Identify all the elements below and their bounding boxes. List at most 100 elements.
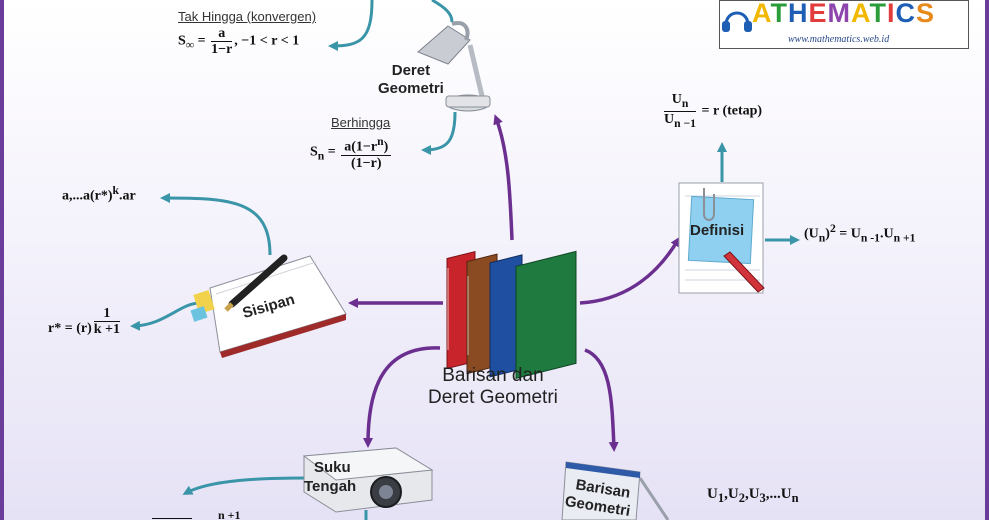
sisip-sequence: a,...a(r*)k.ar bbox=[62, 184, 136, 205]
ratio-num-sub: n bbox=[681, 96, 689, 110]
connector-suku-formula bbox=[182, 476, 306, 495]
s-inf-num: a bbox=[211, 26, 233, 42]
rstar-lhs: r* = (r) bbox=[48, 321, 92, 336]
main-connectors bbox=[348, 114, 681, 452]
logo-letter: M bbox=[827, 0, 852, 28]
connector-definisi bbox=[579, 236, 681, 305]
sn-num: a(1−rn) bbox=[341, 134, 392, 156]
sq-rhs: = U bbox=[839, 226, 861, 242]
bg-sep1: , bbox=[724, 486, 728, 502]
center-title-line2: Deret Geometri bbox=[428, 387, 558, 408]
connector-berhingga bbox=[421, 111, 457, 155]
sq-rhs-mid: .U bbox=[879, 226, 894, 242]
sisip-seq-end: .ar bbox=[119, 188, 136, 204]
ratio-den: Un −1 bbox=[664, 112, 696, 131]
node-label-definisi: Definisi bbox=[690, 222, 745, 239]
sisip-seq-main: a,...a(r*) bbox=[62, 188, 113, 204]
logo-letter: I bbox=[887, 0, 896, 28]
sq-rhs-sub2: n +1 bbox=[893, 231, 916, 245]
node-suku-line2: Tengah bbox=[304, 478, 357, 495]
s-inf-sub: ∞ bbox=[185, 38, 195, 52]
sn-lhs: S bbox=[310, 144, 318, 160]
sn-fraction: a(1−rn)(1−r) bbox=[341, 134, 392, 171]
square-formula: (Un)2 = Un -1.Un +1 bbox=[804, 222, 915, 244]
notebook-pen-icon bbox=[190, 254, 347, 358]
connector-deret bbox=[493, 114, 514, 241]
pencil-icon bbox=[723, 251, 765, 293]
logo-letter: A bbox=[851, 0, 870, 28]
suku-fraction-bar bbox=[152, 518, 192, 519]
connector-barisan bbox=[584, 348, 619, 452]
projector-icon bbox=[302, 447, 434, 513]
suku-formula-partial: n +1 bbox=[218, 508, 241, 523]
sq-lhs: (U bbox=[804, 226, 819, 242]
suku-partial-text: n +1 bbox=[218, 508, 241, 522]
ratio-num-main: U bbox=[671, 92, 682, 107]
logo-letter: S bbox=[916, 0, 936, 28]
paperclip-icon bbox=[703, 188, 715, 221]
s-inf-cond: , −1 < r < 1 bbox=[234, 33, 300, 49]
sisip-seq-sup: k bbox=[112, 184, 120, 197]
formula-connectors bbox=[130, 0, 800, 520]
node-deret-line1: Deret bbox=[391, 62, 431, 79]
bg-sub2: 2 bbox=[738, 491, 745, 505]
sq-lhs-sub: n bbox=[818, 231, 826, 245]
bg-u1: U bbox=[707, 486, 718, 502]
bg-sep2: , bbox=[744, 486, 749, 502]
ratio-num: Un bbox=[664, 92, 696, 112]
s-inf-eq: = bbox=[197, 33, 206, 49]
sq-sup: 2 bbox=[829, 222, 836, 235]
bg-u3: U bbox=[748, 486, 760, 502]
logo-letter: A bbox=[752, 0, 771, 28]
logo-letter: T bbox=[869, 0, 888, 28]
bg-u2: U bbox=[727, 486, 739, 502]
sn-num-main: a(1−r bbox=[344, 139, 378, 155]
rstar-den: k +1 bbox=[93, 322, 120, 337]
center-title-line1: Barisan dan bbox=[442, 365, 544, 386]
sq-lhs-close: ) bbox=[825, 226, 830, 242]
lamp-icon bbox=[417, 21, 491, 112]
sn-formula: Sn = a(1−rn)(1−r) bbox=[310, 134, 393, 171]
bg-sub3: 3 bbox=[759, 491, 766, 505]
connector-tak-hingga bbox=[328, 0, 374, 51]
sn-num-sup: n bbox=[377, 135, 384, 148]
s-inf-lhs: S bbox=[178, 33, 186, 49]
logo-letter: C bbox=[895, 0, 917, 28]
center-title: Barisan dan Deret Geometri bbox=[428, 365, 558, 409]
sn-sub: n bbox=[317, 149, 325, 163]
board-icon bbox=[561, 461, 670, 520]
node-deret-line2: Geometri bbox=[378, 80, 444, 97]
site-logo[interactable]: ATHEMATICS www.mathematics.web.id bbox=[719, 0, 969, 49]
node-suku-line1: Suku bbox=[314, 459, 351, 476]
rstar-num: 1 bbox=[93, 306, 120, 322]
headphones-icon bbox=[722, 11, 752, 32]
bg-un: U bbox=[780, 486, 792, 502]
sn-eq: = bbox=[327, 144, 336, 160]
ratio-den-main: U bbox=[664, 111, 675, 127]
books-icon bbox=[446, 250, 577, 379]
sq-rhs-sub1: n -1 bbox=[860, 231, 880, 245]
tak-hingga-label: Tak Hingga (konvergen) bbox=[178, 9, 317, 24]
bg-dots: ,... bbox=[765, 486, 781, 502]
sn-den: (1−r) bbox=[351, 155, 382, 171]
connector-suku bbox=[363, 346, 441, 448]
ratio-rhs: = r (tetap) bbox=[701, 103, 763, 119]
ratio-den-sub: n −1 bbox=[674, 116, 696, 130]
s-inf-den: 1−r bbox=[211, 42, 233, 57]
logo-letter: T bbox=[770, 0, 788, 28]
logo-url[interactable]: www.mathematics.web.id bbox=[788, 34, 890, 45]
berhingga-label: Berhingga bbox=[331, 115, 391, 130]
connector-sisip-seq bbox=[160, 193, 272, 256]
bg-sub1: 1 bbox=[717, 491, 725, 505]
connector-rstar bbox=[130, 301, 201, 331]
logo-letter: H bbox=[788, 0, 809, 28]
node-label-suku: Suku Tengah bbox=[304, 458, 356, 496]
logo-letter: E bbox=[808, 0, 828, 28]
